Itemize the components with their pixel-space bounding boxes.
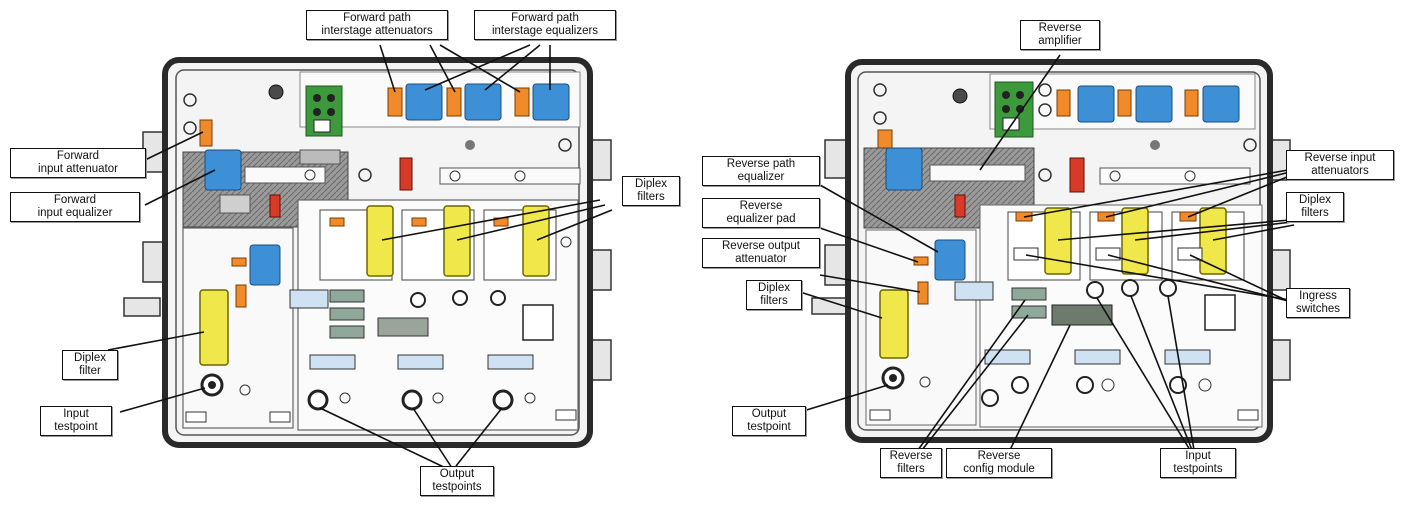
- input-testpoint: [1160, 280, 1176, 296]
- diplex-filter: [523, 206, 549, 276]
- reverse-filter: [1012, 288, 1046, 300]
- reverse-output-attenuator: [918, 282, 928, 304]
- mount-ear: [124, 298, 160, 316]
- fwd-input-equalizer: [205, 150, 241, 190]
- diplex-filter: [200, 290, 228, 365]
- left-amplifier-housing: [124, 60, 611, 445]
- blue-module: [250, 245, 280, 285]
- output-testpoint: [403, 391, 421, 409]
- fwd-interstage-equalizer: [533, 84, 569, 120]
- diplex-filter: [367, 206, 393, 276]
- diplex-filter: [444, 206, 470, 276]
- right-amplifier-housing: [812, 62, 1290, 440]
- output-testpoint: [494, 391, 512, 409]
- fwd-interstage-equalizer: [406, 84, 442, 120]
- fwd-interstage-equalizer: [465, 84, 501, 120]
- ingress-switch: [1096, 248, 1120, 260]
- fwd-interstage-attenuator: [388, 88, 402, 116]
- fwd-interstage-attenuator: [515, 88, 529, 116]
- ingress-switch: [1014, 248, 1038, 260]
- screw-icon: [953, 89, 967, 103]
- config-module: [378, 318, 428, 336]
- input-testpoint: [1122, 280, 1138, 296]
- diplex-filter: [880, 290, 908, 358]
- mount-ear: [825, 140, 847, 178]
- output-testpoint: [309, 391, 327, 409]
- screw-icon: [269, 85, 283, 99]
- input-testpoint: [1087, 282, 1103, 298]
- reverse-path-equalizer: [935, 240, 965, 280]
- connector-block: [290, 290, 328, 308]
- diplex-filter: [1200, 208, 1226, 274]
- reverse-amplifier: [930, 165, 1025, 181]
- fwd-interstage-attenuator: [447, 88, 461, 116]
- mount-ear: [143, 242, 165, 282]
- diplex-filter: [1045, 208, 1071, 274]
